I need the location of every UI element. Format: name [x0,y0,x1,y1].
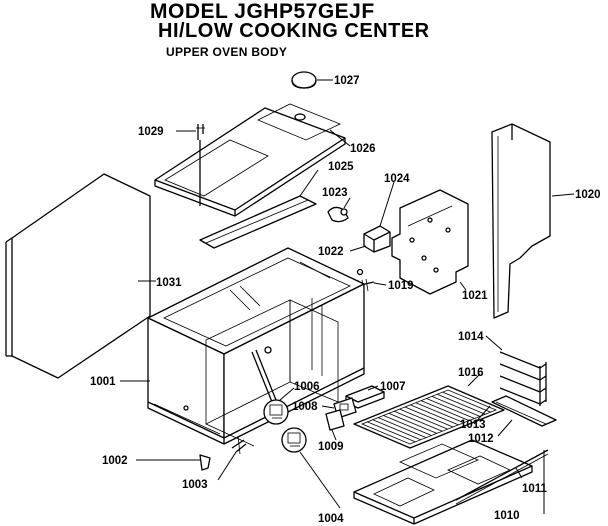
callout-1014: 1014 [458,331,484,343]
rack-wire [420,400,470,421]
part-1026-top-panel [154,103,351,217]
part-bottom-pan [353,439,533,525]
part-1021-mounting-plate [391,189,469,295]
part-1016-oven-rack [353,373,505,449]
rack-wire [404,406,454,428]
rack-wire [388,413,438,434]
callout-1027: 1027 [334,75,360,87]
callout-1003: 1003 [182,479,208,491]
rack-wire [415,402,464,424]
part-1023-bracket [327,197,351,223]
callout-1011: 1011 [522,483,548,495]
part-1006-cutoff [263,387,295,425]
callout-1026: 1026 [350,143,376,155]
section-title: UPPER OVEN BODY [166,45,288,59]
callout-1023: 1023 [322,187,348,199]
part-1002-screw [136,454,211,471]
callout-1022: 1022 [318,246,344,258]
part-1024-hinge [349,181,395,253]
part-1031-side-panel [5,173,156,379]
rack-wire [383,415,432,436]
rack-wire [431,396,481,417]
callout-1024: 1024 [384,173,410,185]
callout-labels: 1027 1029 1026 1025 1023 1024 1020 1022 … [90,75,601,525]
callout-1012: 1012 [468,433,494,445]
rack-wire [394,410,443,432]
part-1009-bracket [325,409,345,441]
part-1020-back-panel [491,123,575,319]
callout-1007: 1007 [380,381,406,393]
part-1025-trim-strip [199,169,319,249]
rack-wire [426,398,475,419]
callout-1021: 1021 [462,290,488,302]
rack-wire [442,391,491,413]
part-1001-oven-body [120,247,365,447]
callout-1004: 1004 [318,513,344,525]
rack-wire [372,419,421,441]
callout-1001: 1001 [90,376,116,388]
product-subtitle: HI/LOW COOKING CENTER [158,20,430,42]
part-1014-rack-supports [485,335,547,406]
rack-wire [399,408,448,430]
callout-1029: 1029 [138,126,164,138]
callout-1016: 1016 [458,367,484,379]
part-1013-slide-rail [473,395,557,437]
callout-1010: 1010 [494,510,520,522]
part-1027-knob [291,71,333,89]
callout-1013: 1013 [460,419,486,431]
part-1029-screw [176,124,205,206]
callout-1020: 1020 [575,189,601,201]
callout-1019: 1019 [388,280,414,292]
rack-wire [377,417,427,438]
part-1003-clip [217,435,247,481]
part-1011-rod [455,449,549,514]
rack-wire [410,404,459,426]
rack-wire [437,393,486,415]
callout-1008: 1008 [292,401,318,413]
rack-wire [367,421,416,443]
callout-1025: 1025 [328,161,354,173]
model-title: MODEL JGHP57GEJF [150,0,375,23]
callout-1009: 1009 [318,441,344,453]
callout-1031: 1031 [156,277,182,289]
part-1004-cutoff [281,427,341,509]
callout-1002: 1002 [102,455,128,467]
callout-1006: 1006 [294,381,320,393]
